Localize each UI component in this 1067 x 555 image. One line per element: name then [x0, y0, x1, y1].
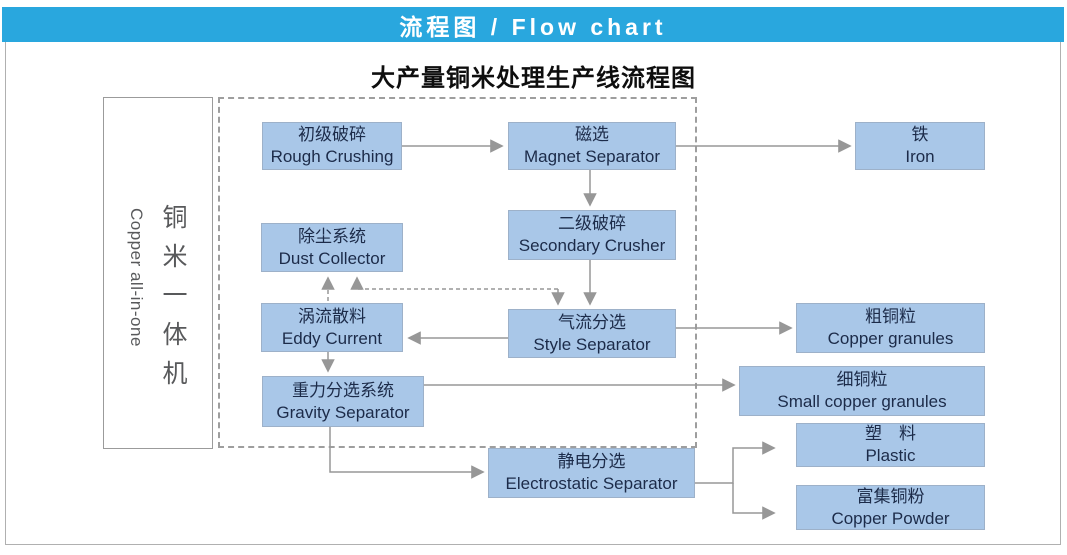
node-plastic: 塑 料 Plastic	[796, 423, 985, 467]
node-label-en: Iron	[905, 147, 935, 166]
node-label-zh: 粗铜粒	[865, 307, 916, 326]
node-dust-collector: 除尘系统 Dust Collector	[261, 223, 403, 272]
banner: 流程图 / Flow chart	[2, 7, 1064, 42]
node-label-en: Rough Crushing	[270, 147, 394, 166]
node-label-zh: 重力分选系统	[292, 380, 394, 400]
sidebar-label-zh: 铜米一体机	[159, 204, 187, 399]
sidebar-label-en: Copper all-in-one	[127, 208, 146, 347]
node-label-zh: 二级破碎	[558, 214, 626, 233]
node-label-en: Style Separator	[533, 334, 651, 354]
node-magnet-separator: 磁选 Magnet Separator	[508, 122, 676, 170]
node-label-en: Magnet Separator	[523, 147, 661, 166]
node-label-zh: 涡流散料	[298, 306, 366, 326]
node-label-en: Small copper granules	[777, 392, 947, 411]
node-rough-crushing: 初级破碎 Rough Crushing	[262, 122, 402, 170]
node-label-zh: 铁	[911, 125, 929, 144]
node-label-zh: 细铜粒	[836, 370, 888, 389]
node-label-zh: 气流分选	[558, 312, 626, 332]
banner-title: 流程图 / Flow chart	[399, 13, 667, 40]
node-secondary-crusher: 二级破碎 Secondary Crusher	[508, 210, 676, 260]
node-iron: 铁 Iron	[855, 122, 985, 170]
node-label-en: Dust Collector	[278, 248, 386, 268]
node-eddy-current: 涡流散料 Eddy Current	[261, 303, 403, 352]
node-label-zh: 除尘系统	[298, 226, 366, 246]
node-label-en: Plastic	[865, 446, 916, 465]
node-label-en: Copper granules	[827, 329, 954, 348]
node-small-copper-granules: 细铜粒 Small copper granules	[739, 366, 985, 416]
node-label-en: Electrostatic Separator	[505, 474, 678, 493]
node-label-en: Copper Powder	[831, 508, 950, 528]
node-electrostatic-separator: 静电分选 Electrostatic Separator	[488, 448, 695, 498]
node-copper-powder: 富集铜粉 Copper Powder	[796, 485, 985, 530]
node-copper-granules: 粗铜粒 Copper granules	[796, 303, 985, 353]
diagram-title: 大产量铜米处理生产线流程图	[371, 65, 696, 92]
copper-all-in-one-box: 铜米一体机 Copper all-in-one	[103, 97, 213, 449]
node-label-zh: 初级破碎	[298, 125, 366, 144]
node-label-zh: 塑 料	[865, 424, 916, 443]
node-gravity-separator: 重力分选系统 Gravity Separator	[262, 376, 424, 427]
node-label-zh: 静电分选	[557, 452, 626, 471]
node-label-en: Eddy Current	[281, 328, 383, 348]
node-style-separator: 气流分选 Style Separator	[508, 309, 676, 358]
node-label-zh: 磁选	[575, 125, 609, 144]
node-label-zh: 富集铜粉	[856, 486, 925, 506]
node-label-en: Gravity Separator	[276, 402, 410, 422]
node-label-en: Secondary Crusher	[518, 236, 666, 255]
content-card-border	[5, 42, 1061, 545]
